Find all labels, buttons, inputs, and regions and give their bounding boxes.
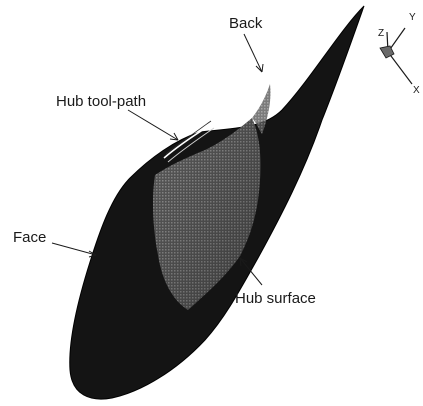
leader-face xyxy=(52,243,96,257)
axis-label-x: X xyxy=(413,86,420,96)
label-hub-surface: Hub surface xyxy=(235,291,316,306)
axis-label-z: Z xyxy=(378,29,384,39)
axis-triad xyxy=(380,28,412,84)
label-back: Back xyxy=(229,16,262,31)
leader-back xyxy=(244,34,263,72)
leader-hub-tool-path xyxy=(128,110,178,140)
axis-label-y: Y xyxy=(409,13,416,23)
label-face: Face xyxy=(13,230,46,245)
label-hub-tool-path: Hub tool-path xyxy=(56,94,146,109)
